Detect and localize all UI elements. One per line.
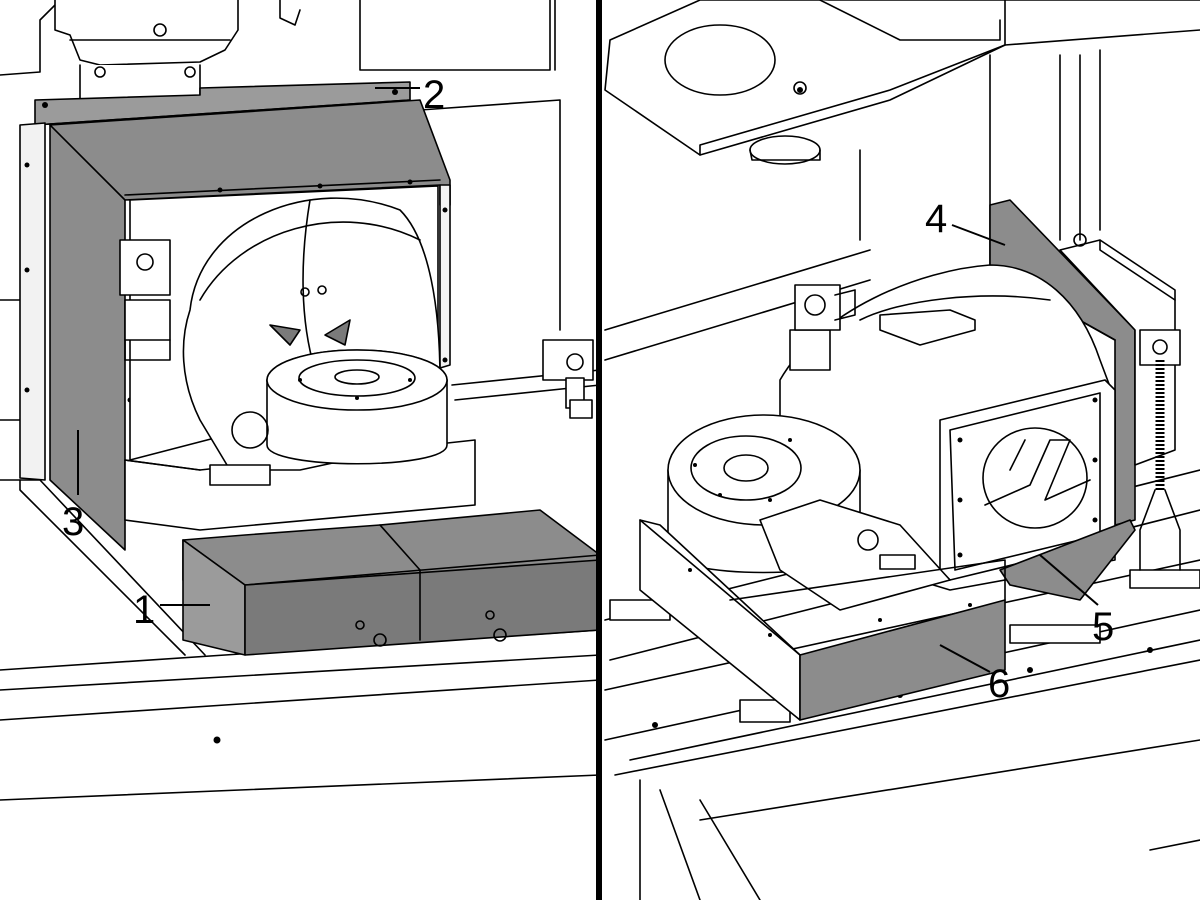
callout-4-label: 4 <box>925 197 947 241</box>
motor-box <box>1059 233 1181 571</box>
right-platter <box>667 414 951 611</box>
haas-logo-icon <box>982 427 1091 529</box>
callout-6: 6 <box>939 644 1010 706</box>
cover-5 <box>999 519 1136 601</box>
callout-3: 3 <box>62 430 84 544</box>
callout-6-label: 6 <box>988 662 1010 706</box>
callout-3-label: 3 <box>62 500 84 544</box>
right-trunnion <box>779 264 1116 591</box>
left-machine-frame <box>0 0 601 801</box>
callout-2-label: 2 <box>423 73 445 117</box>
callout-2: 2 <box>375 73 445 117</box>
callout-5-label: 5 <box>1092 605 1114 649</box>
panel-divider <box>596 0 602 900</box>
callout-4: 4 <box>925 197 1006 246</box>
cover-1 <box>182 509 601 656</box>
callout-1-label: 1 <box>133 588 155 632</box>
left-trunnion <box>119 197 476 531</box>
cover-6 <box>639 519 1006 721</box>
right-panel: 4 5 6 <box>604 0 1200 900</box>
left-panel: 3 2 1 <box>0 0 601 801</box>
callout-1: 1 <box>133 588 210 632</box>
callout-5: 5 <box>1039 554 1114 649</box>
